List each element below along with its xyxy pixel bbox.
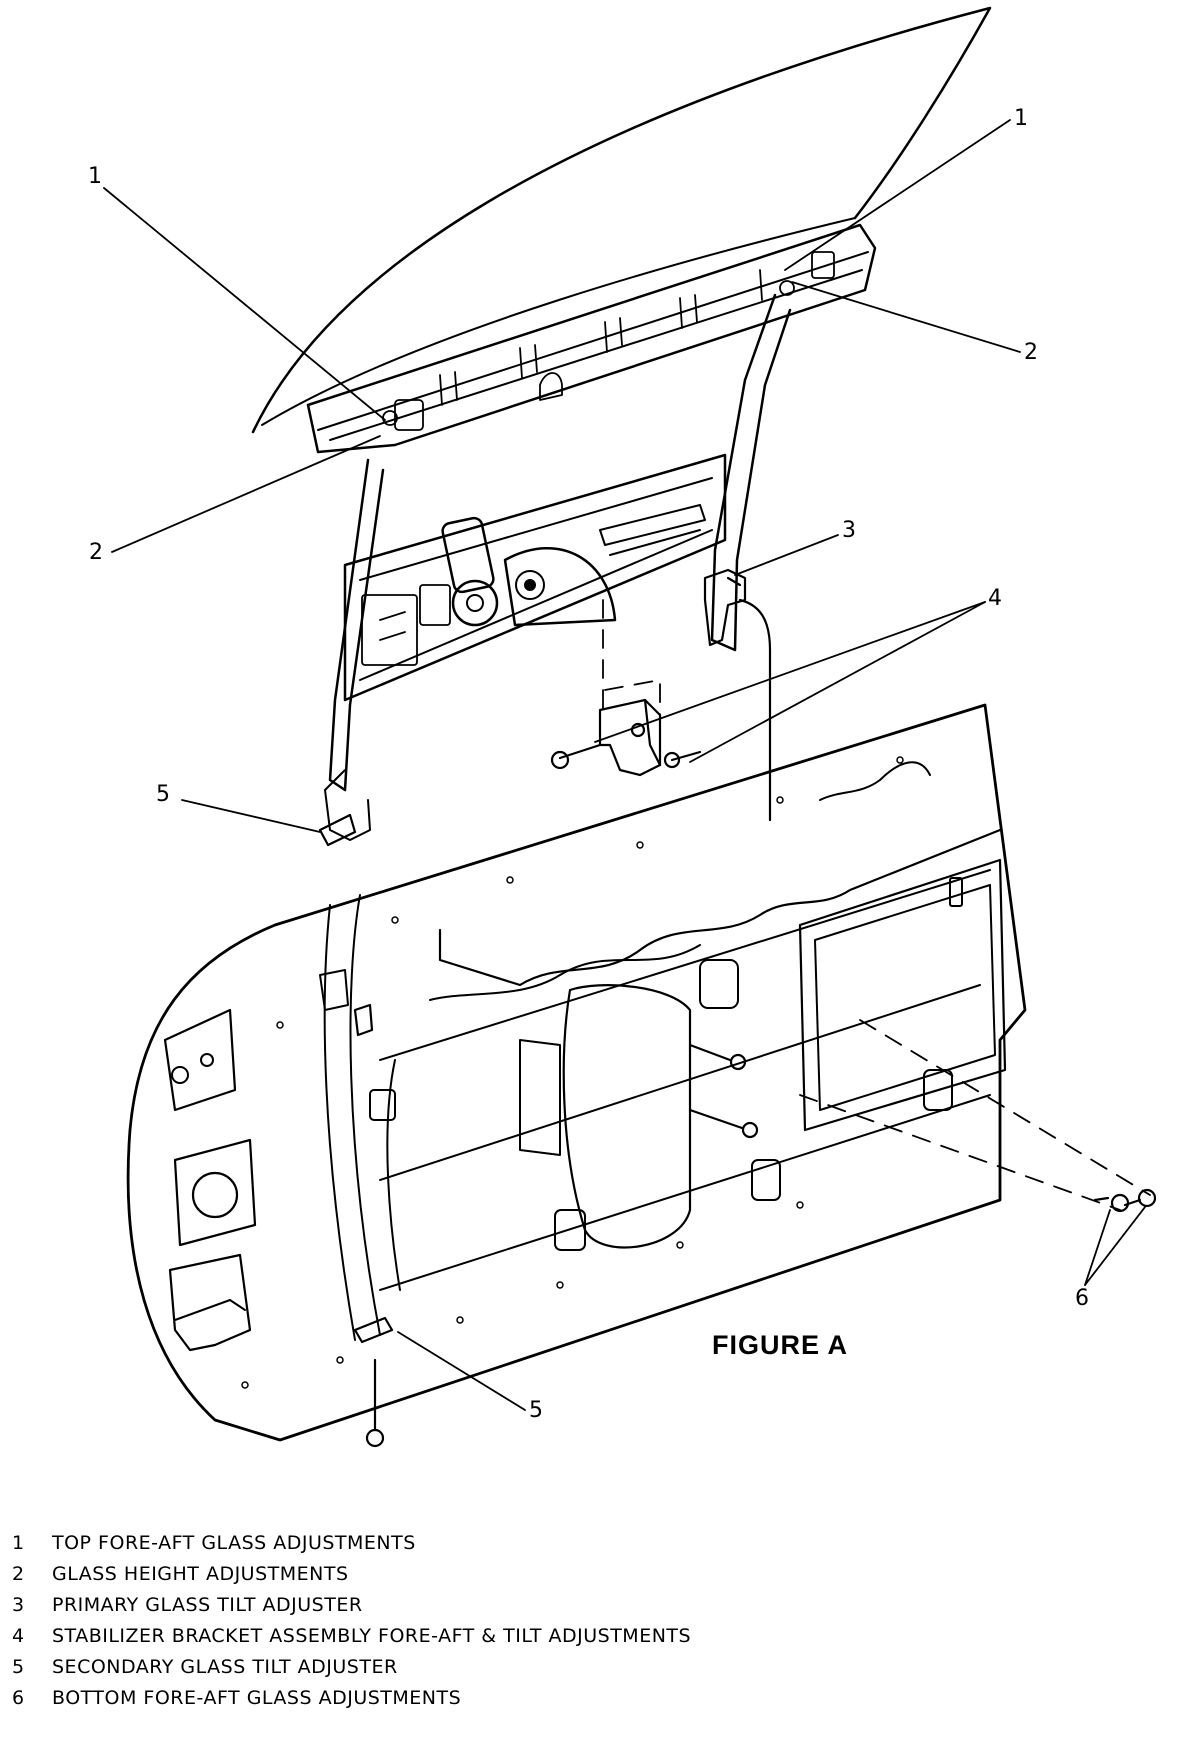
legend-item: 3 PRIMARY GLASS TILT ADJUSTER: [12, 1590, 1162, 1621]
legend-number: 3: [12, 1594, 25, 1616]
regulator-motor: [441, 516, 499, 627]
legend-text: PRIMARY GLASS TILT ADJUSTER: [52, 1594, 363, 1616]
legend: 1 TOP FORE-AFT GLASS ADJUSTMENTS 2 GLASS…: [12, 1528, 1162, 1714]
callout-5-lower: 5: [529, 1398, 543, 1423]
glass-sash-channel: [306, 223, 877, 454]
callout-5-upper: 5: [156, 782, 170, 807]
legend-number: 2: [12, 1563, 25, 1585]
callout-1-right: 1: [1014, 106, 1028, 131]
callout-2-right: 2: [1024, 340, 1038, 365]
legend-item: 2 GLASS HEIGHT ADJUSTMENTS: [12, 1559, 1162, 1590]
callout-6: 6: [1075, 1286, 1089, 1311]
legend-text: SECONDARY GLASS TILT ADJUSTER: [52, 1656, 398, 1678]
window-glass: [251, 6, 992, 434]
door-glass-exploded-diagram: [103, 6, 1157, 1448]
door-inner-panel: [126, 703, 1027, 1442]
callout-2-left: 2: [89, 540, 103, 565]
legend-item: 1 TOP FORE-AFT GLASS ADJUSTMENTS: [12, 1528, 1162, 1559]
regulator-sector-gear: [503, 547, 617, 627]
legend-number: 1: [12, 1532, 25, 1554]
legend-item: 5 SECONDARY GLASS TILT ADJUSTER: [12, 1652, 1162, 1683]
legend-item: 4 STABILIZER BRACKET ASSEMBLY FORE-AFT &…: [12, 1621, 1162, 1652]
callout-1-left: 1: [88, 164, 102, 189]
leader-lines: [103, 119, 1146, 1411]
legend-text: STABILIZER BRACKET ASSEMBLY FORE-AFT & T…: [52, 1625, 692, 1647]
legend-number: 4: [12, 1625, 25, 1647]
window-regulator: [324, 293, 792, 841]
callout-4: 4: [988, 586, 1002, 611]
legend-number: 5: [12, 1656, 25, 1678]
figure-title: FIGURE A: [712, 1330, 848, 1360]
stabilizer-bracket: [550, 698, 702, 777]
legend-text: GLASS HEIGHT ADJUSTMENTS: [52, 1563, 349, 1585]
alignment-dashed-lines: [602, 599, 1151, 1211]
primary-tilt-adjuster-bracket: [703, 568, 772, 822]
legend-text: TOP FORE-AFT GLASS ADJUSTMENTS: [52, 1532, 416, 1554]
mounting-bolts: [318, 813, 1157, 1448]
legend-number: 6: [12, 1687, 25, 1709]
legend-text: BOTTOM FORE-AFT GLASS ADJUSTMENTS: [52, 1687, 462, 1709]
legend-item: 6 BOTTOM FORE-AFT GLASS ADJUSTMENTS: [12, 1683, 1162, 1714]
callout-3: 3: [842, 518, 856, 543]
